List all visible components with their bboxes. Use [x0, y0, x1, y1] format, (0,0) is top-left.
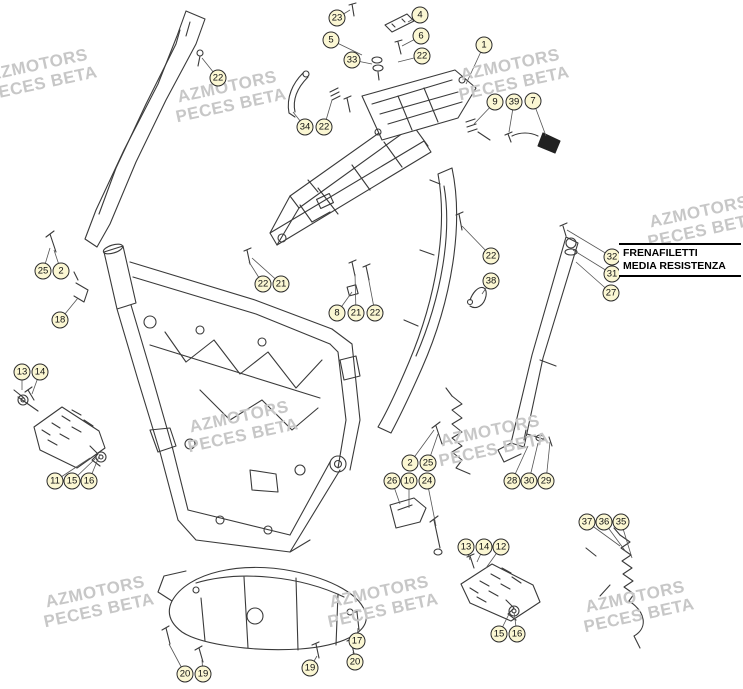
- note-label-line2: MEDIA RESISTENZA: [623, 260, 726, 273]
- callout-25[interactable]: 25: [34, 262, 52, 280]
- callout-12[interactable]: 12: [492, 538, 510, 556]
- callout-16[interactable]: 16: [508, 625, 526, 643]
- callout-36[interactable]: 36: [595, 513, 613, 531]
- callout-13[interactable]: 13: [457, 538, 475, 556]
- callout-24[interactable]: 24: [418, 472, 436, 490]
- callout-4[interactable]: 4: [411, 6, 429, 24]
- callout-7[interactable]: 7: [524, 92, 542, 110]
- callout-38[interactable]: 38: [482, 272, 500, 290]
- callout-27[interactable]: 27: [602, 284, 620, 302]
- note-label-line1: FRENAFILETTI: [623, 247, 698, 259]
- callout-29[interactable]: 29: [537, 472, 555, 490]
- callout-19[interactable]: 19: [301, 659, 319, 677]
- callout-2[interactable]: 2: [52, 262, 70, 280]
- callout-26[interactable]: 26: [383, 472, 401, 490]
- callout-13[interactable]: 13: [13, 363, 31, 381]
- callout-23[interactable]: 23: [328, 9, 346, 27]
- callout-1[interactable]: 1: [475, 36, 493, 54]
- callout-21[interactable]: 21: [272, 275, 290, 293]
- callout-22[interactable]: 22: [366, 304, 384, 322]
- callout-31[interactable]: 31: [603, 265, 621, 283]
- callout-37[interactable]: 37: [578, 513, 596, 531]
- callout-28[interactable]: 28: [503, 472, 521, 490]
- callout-33[interactable]: 33: [343, 51, 361, 69]
- callout-11[interactable]: 11: [46, 472, 64, 490]
- callout-22[interactable]: 22: [413, 47, 431, 65]
- callout-10[interactable]: 10: [400, 472, 418, 490]
- leader-lines: [21, 9, 633, 675]
- callout-21[interactable]: 21: [347, 304, 365, 322]
- callout-8[interactable]: 8: [328, 304, 346, 322]
- note-label: FRENAFILETTI MEDIA RESISTENZA: [619, 243, 741, 278]
- callout-34[interactable]: 34: [296, 118, 314, 136]
- callout-19[interactable]: 19: [194, 665, 212, 683]
- callout-16[interactable]: 16: [80, 472, 98, 490]
- callout-5[interactable]: 5: [322, 31, 340, 49]
- callout-39[interactable]: 39: [505, 93, 523, 111]
- callout-17[interactable]: 17: [348, 632, 366, 650]
- callout-22[interactable]: 22: [209, 69, 227, 87]
- callout-18[interactable]: 18: [51, 311, 69, 329]
- callout-22[interactable]: 22: [315, 118, 333, 136]
- callout-32[interactable]: 32: [603, 248, 621, 266]
- callout-15[interactable]: 15: [63, 472, 81, 490]
- callout-30[interactable]: 30: [520, 472, 538, 490]
- callout-6[interactable]: 6: [412, 27, 430, 45]
- callout-22[interactable]: 22: [254, 275, 272, 293]
- callout-15[interactable]: 15: [490, 625, 508, 643]
- callout-14[interactable]: 14: [31, 363, 49, 381]
- callout-9[interactable]: 9: [486, 93, 504, 111]
- callout-22[interactable]: 22: [482, 247, 500, 265]
- callout-35[interactable]: 35: [612, 513, 630, 531]
- callout-2[interactable]: 2: [401, 454, 419, 472]
- callout-25[interactable]: 25: [419, 454, 437, 472]
- exploded-view-linework: [13, 2, 644, 663]
- callout-14[interactable]: 14: [475, 538, 493, 556]
- callout-20[interactable]: 20: [176, 665, 194, 683]
- callout-20[interactable]: 20: [346, 653, 364, 671]
